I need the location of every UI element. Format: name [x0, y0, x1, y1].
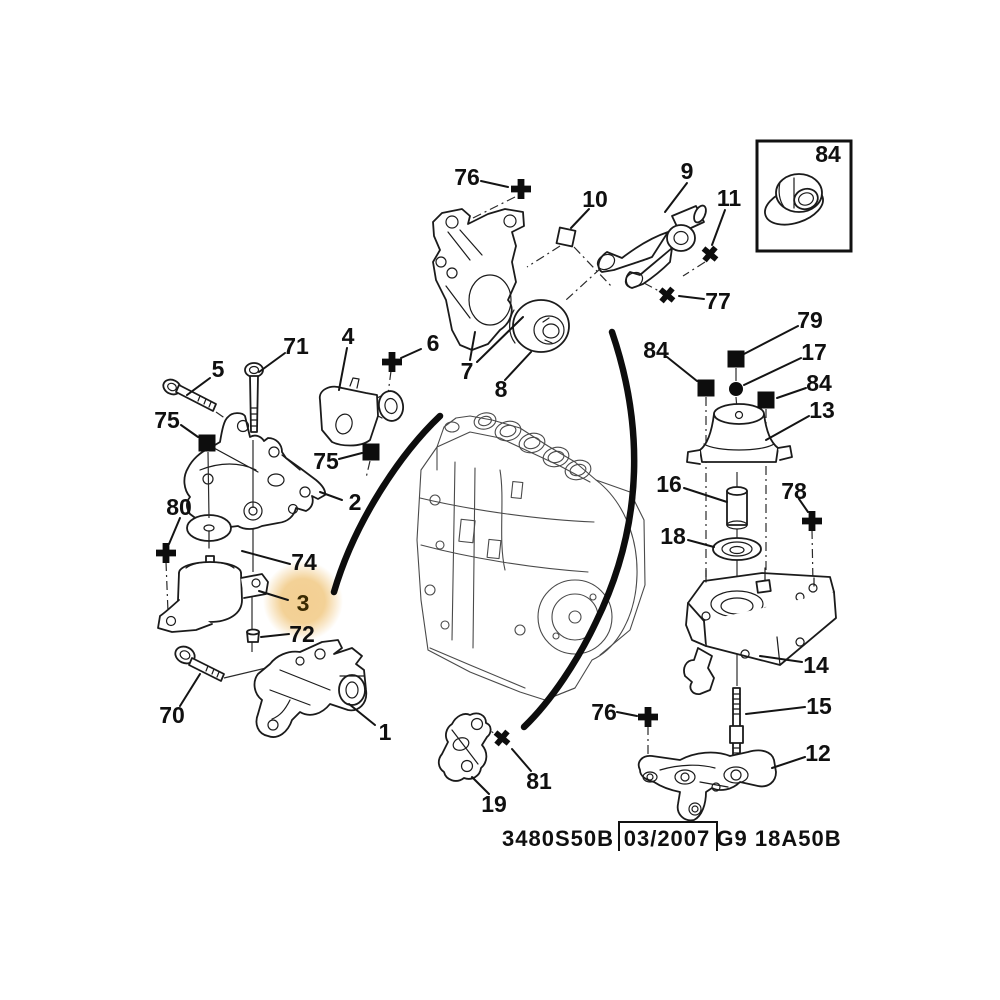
part-label-4: 4 [342, 323, 355, 349]
part-label-13: 13 [809, 397, 835, 423]
part-label-1: 1 [379, 719, 392, 745]
part-labels: 76 10 9 11 77 84 79 17 84 13 84 16 78 18… [154, 141, 841, 817]
part-label-9: 9 [681, 158, 694, 184]
part-label-70: 70 [159, 702, 185, 728]
part-71-bolt-drawing [244, 362, 264, 433]
part-label-8: 8 [495, 376, 508, 402]
part-label-84-right: 84 [806, 370, 832, 396]
part-8-bushing-drawing [509, 299, 570, 353]
washer-dot-icon-17 [729, 382, 743, 396]
part-72-spacer-drawing [246, 628, 260, 643]
part-label-84-inset: 84 [815, 141, 841, 167]
nut-square-icon-75-left [198, 434, 216, 452]
part-label-6: 6 [427, 330, 440, 356]
part-label-18: 18 [660, 523, 686, 549]
date-code: 03/2007 [624, 826, 711, 851]
part-1-bracket-drawing [253, 639, 368, 738]
highlight-circle-part-3 [263, 561, 343, 641]
part-label-10: 10 [582, 186, 608, 212]
part-label-79: 79 [797, 307, 823, 333]
part-16-spacer-tube-drawing [726, 486, 748, 530]
nut-square-icon-84-left [697, 379, 715, 397]
part-label-76-bottom: 76 [591, 699, 617, 725]
part-label-78: 78 [781, 478, 807, 504]
date-code-box [618, 821, 718, 851]
engine-block-drawing [416, 412, 646, 701]
part-13-mount-drawing [686, 403, 793, 465]
leader-lines [168, 180, 810, 795]
part-label-81: 81 [526, 768, 552, 794]
part-label-19: 19 [481, 791, 507, 817]
curved-pointer-lines [330, 328, 638, 731]
part-label-76-top: 76 [454, 164, 480, 190]
part-label-3-highlighted: 3 [297, 590, 310, 616]
part-label-5: 5 [212, 356, 225, 382]
part-12-bracket-drawing [637, 749, 777, 822]
part-label-16: 16 [656, 471, 682, 497]
part-3-engine-mount-drawing [157, 555, 269, 633]
part-18-washer-drawing [712, 537, 762, 561]
part-label-12: 12 [805, 740, 831, 766]
part-label-84-left: 84 [643, 337, 669, 363]
axis-overlay-lines [207, 440, 254, 519]
part-14-support-bracket-drawing [683, 567, 837, 695]
nut-square-icon-84-right [757, 391, 775, 409]
nut-square-icon-75-right [362, 443, 380, 461]
part-19-bracket-drawing [437, 712, 492, 782]
footer-reference-codes: 3480S50B 03/2007 G9 18A50B [502, 821, 841, 851]
part-label-75-left: 75 [154, 407, 180, 433]
part-5-bolt-drawing [162, 378, 217, 412]
part-label-7: 7 [461, 358, 474, 384]
part-label-77: 77 [705, 288, 731, 314]
part-15-stud-drawing [729, 687, 744, 769]
inset-box-part-84 [755, 139, 853, 253]
nut-square-icon-79 [727, 350, 745, 368]
fastener-symbols [156, 179, 822, 750]
catalog-code: 3480S50B [502, 826, 614, 851]
part-label-75-right: 75 [313, 448, 339, 474]
part-label-72: 72 [289, 621, 315, 647]
part-4-mount-arm-drawing [318, 377, 405, 447]
part-label-14: 14 [803, 652, 829, 678]
part-70-bolt-drawing [174, 645, 225, 682]
part-label-15: 15 [806, 693, 832, 719]
part-label-74: 74 [291, 549, 317, 575]
engine-code: G9 18A50B [716, 826, 841, 851]
part-9-torque-rod-drawing [596, 204, 707, 289]
part-label-2: 2 [349, 489, 362, 515]
part-label-71: 71 [283, 333, 309, 359]
part-label-80: 80 [166, 494, 192, 520]
part-10-shim-drawing [555, 226, 577, 248]
part-label-17: 17 [801, 339, 827, 365]
part-7-bracket-drawing [432, 208, 525, 351]
part-label-11: 11 [717, 185, 742, 211]
